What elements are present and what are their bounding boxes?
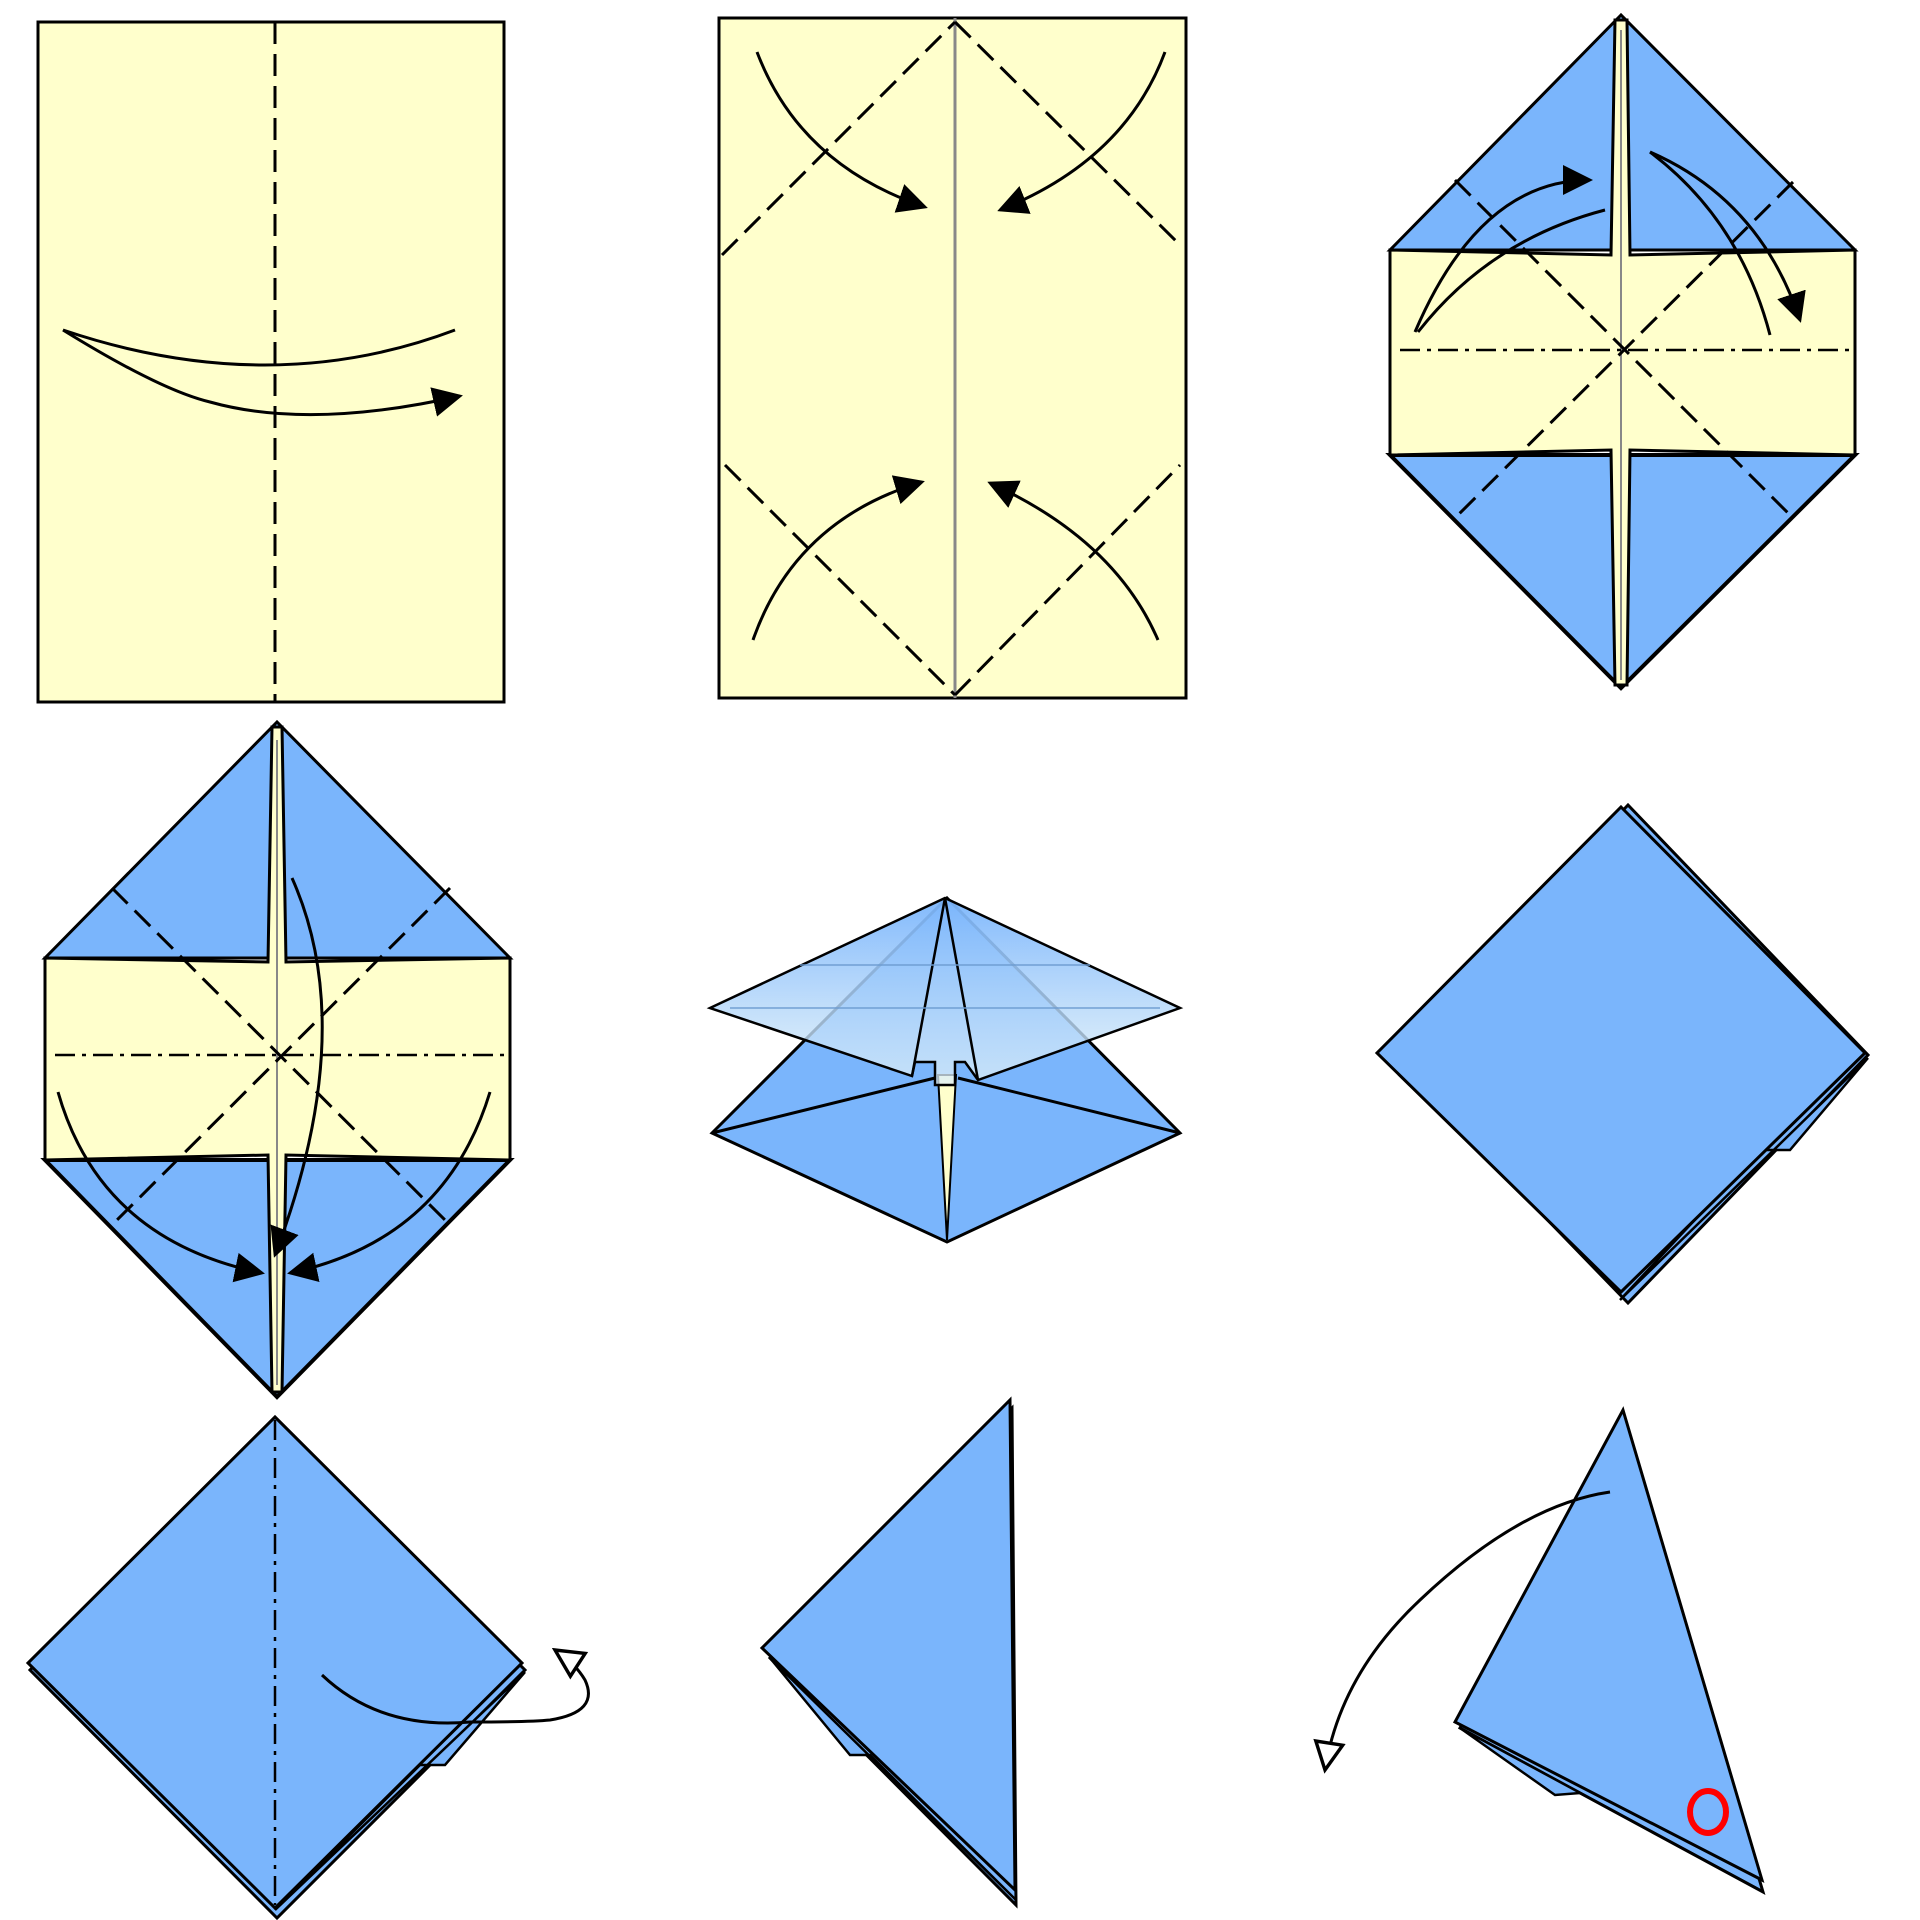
inner-flap-edge (1619, 1057, 1869, 1301)
corner-arrow-top-right (997, 51, 1167, 214)
step-9 (1325, 1406, 1766, 1896)
valley-fold-diagonals (720, 20, 1182, 697)
fold-behind-arrow (320, 1650, 590, 1725)
fold-arrow-left (1413, 165, 1593, 333)
triangle-base (759, 1396, 1017, 1894)
valley-fold-diagonals (110, 886, 452, 1227)
corner-arrow-bottom-left (751, 475, 925, 641)
fold-arrow-bottom-left (56, 1091, 265, 1283)
fold-arrow-right-tail (1649, 150, 1772, 336)
step-6 (1374, 802, 1871, 1306)
corner-arrow-bottom-right (987, 480, 1160, 641)
upper-layer-guides (730, 964, 1160, 1009)
step-2 (717, 16, 1188, 700)
valley-fold-diagonals (1453, 178, 1795, 520)
square-base (1374, 804, 1868, 1295)
fold-arrow-bottom-right (287, 1091, 492, 1283)
fold-arrow-center-down (270, 877, 324, 1258)
inner-flap-edge (769, 1657, 1017, 1901)
upper-layer-spike (910, 897, 980, 1081)
fold-arrow-right (1649, 150, 1806, 323)
open-pocket-arrow (1325, 1490, 1611, 1770)
step-5 (706, 895, 1184, 1244)
paper-sheet (717, 16, 1188, 700)
step-4 (40, 719, 515, 1400)
corner-arrow-top-left (755, 51, 928, 213)
step-1 (36, 20, 506, 704)
upper-layer-translucent (706, 896, 1184, 1087)
paper-sheet (36, 20, 506, 704)
inner-flap-edge (1459, 1726, 1761, 1892)
step-7 (25, 1414, 590, 1920)
fold-arrow (62, 328, 456, 367)
step-8 (759, 1396, 1018, 1909)
fold-arrow-left-tail (1416, 208, 1606, 333)
step-3 (1385, 12, 1860, 691)
fold-arrow-head-curve (62, 328, 463, 417)
lower-layer-lines (711, 1076, 1181, 1135)
circle-marker-icon (1687, 1788, 1729, 1836)
triangle-base (1452, 1406, 1765, 1883)
